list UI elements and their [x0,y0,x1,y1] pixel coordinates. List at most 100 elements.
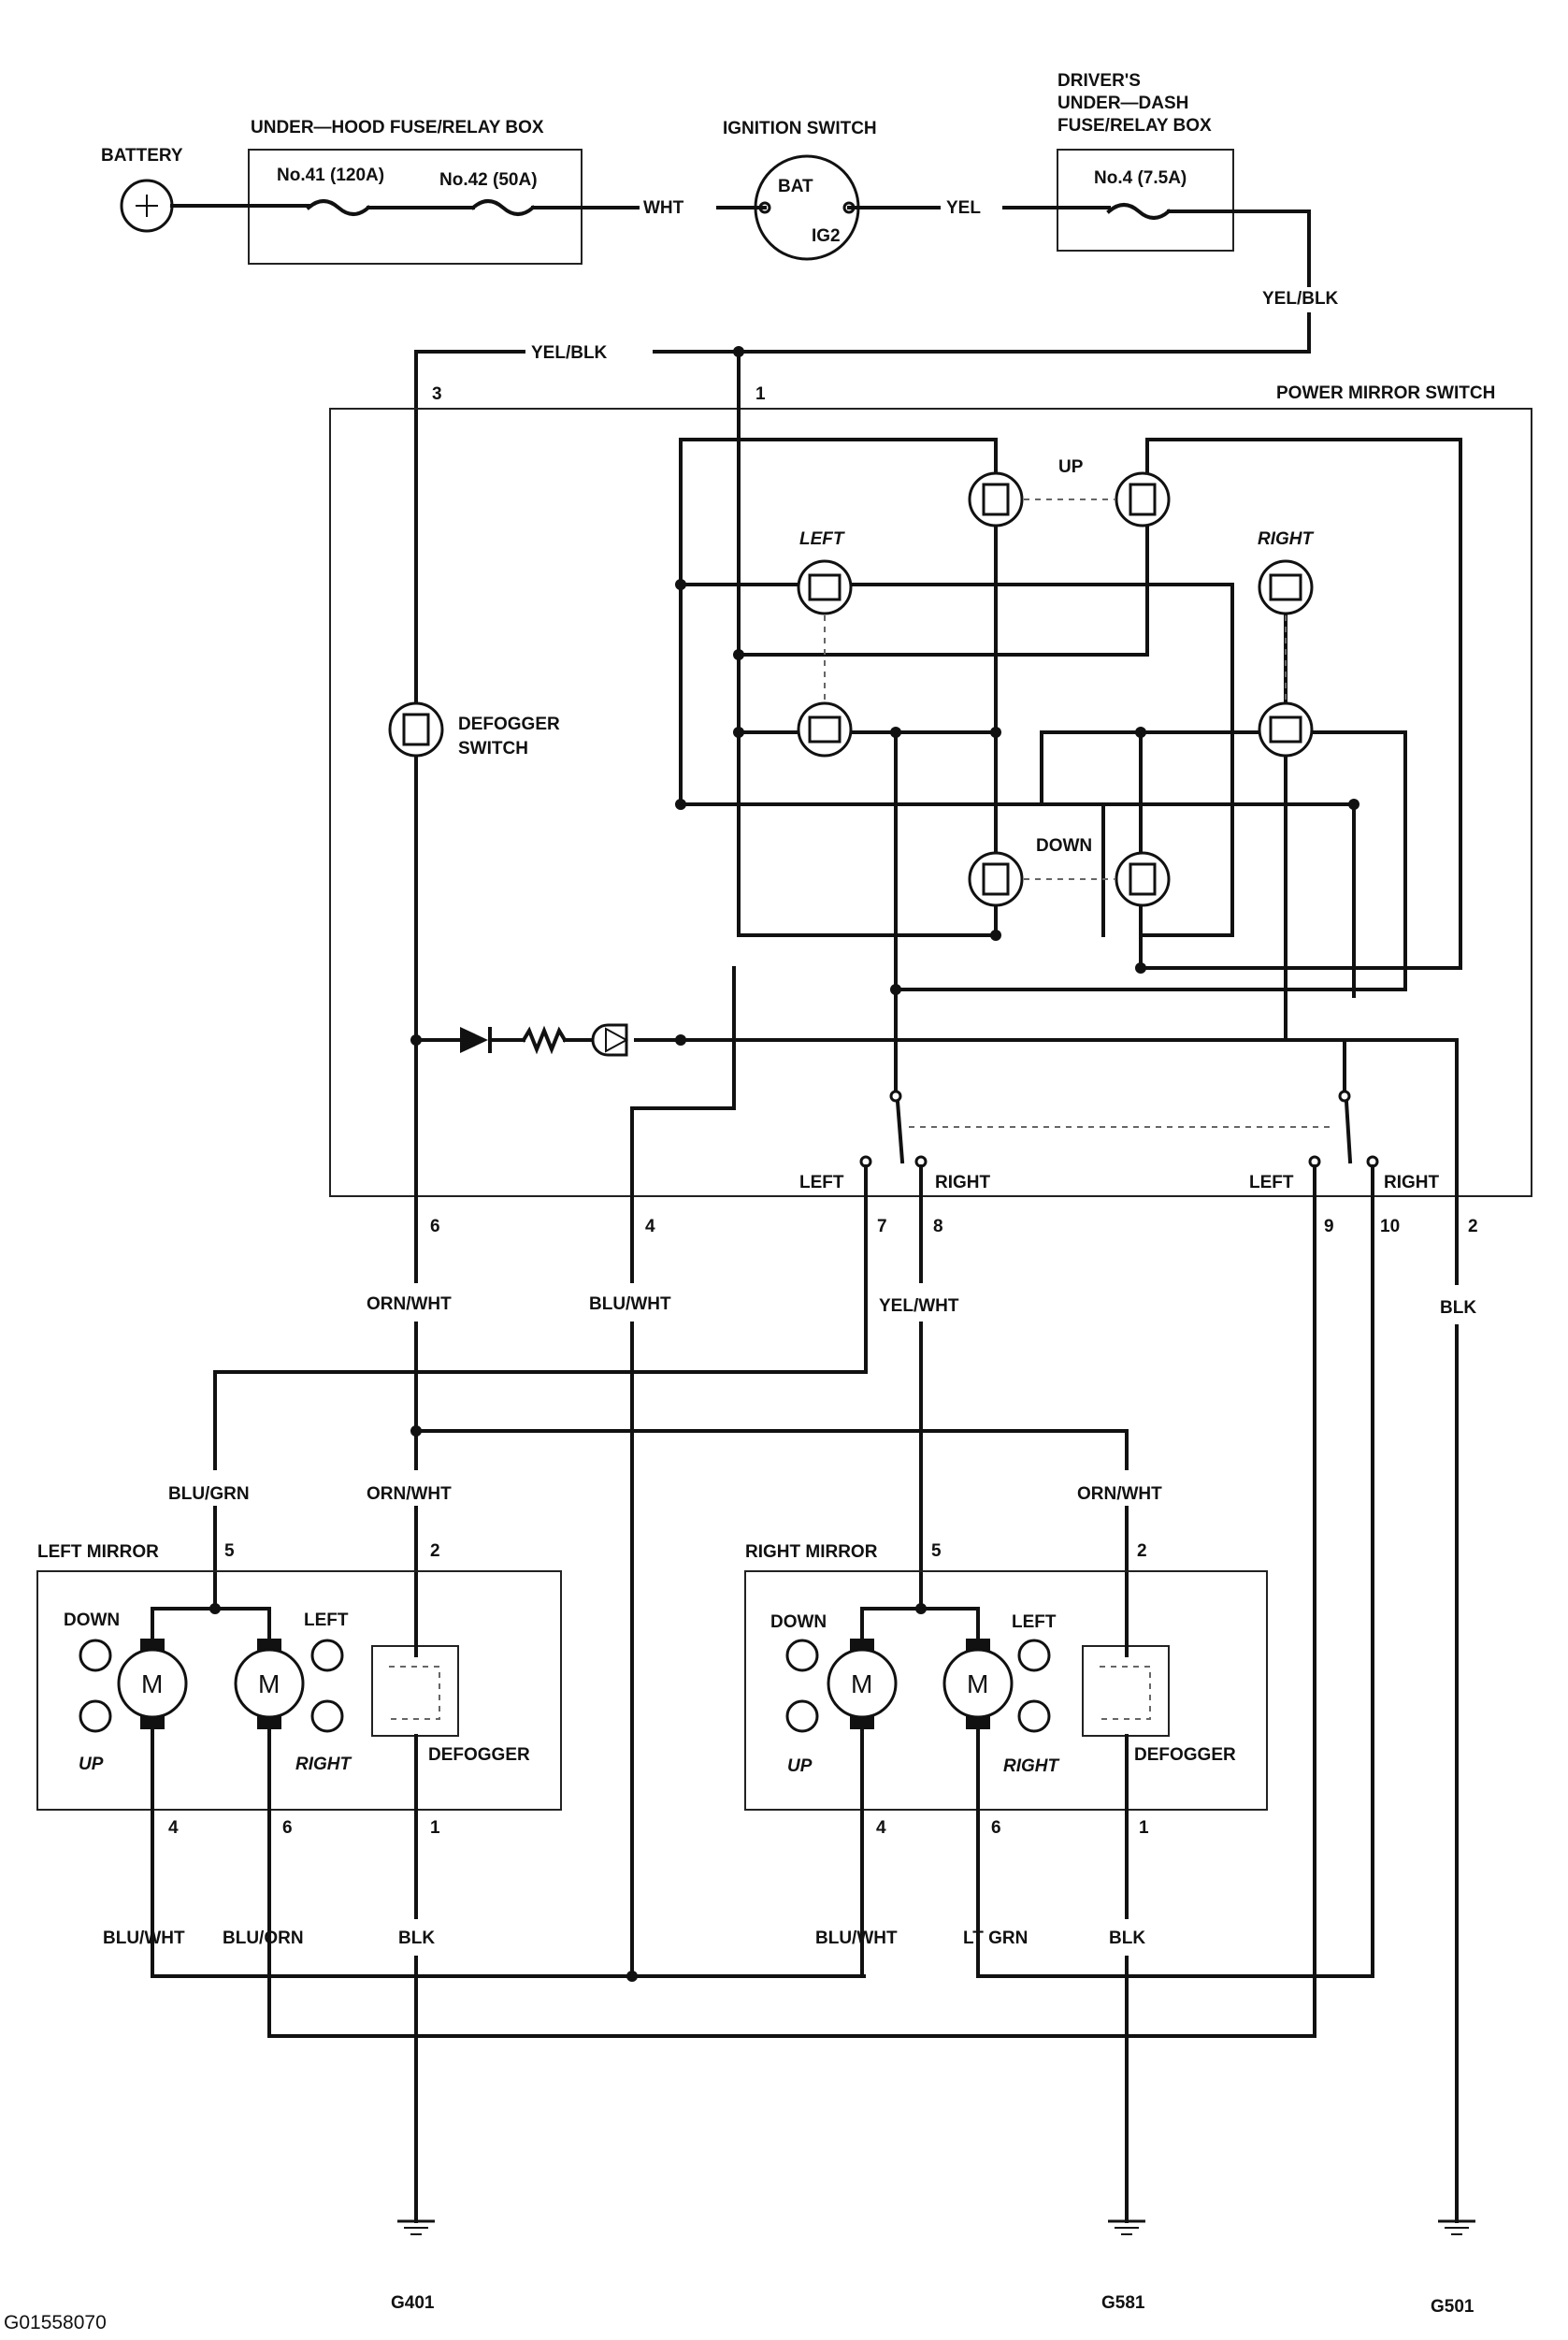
wire-label-orn-wht-c: ORN/WHT [1077,1484,1162,1504]
right-mirror-leftright-motor [942,1639,1014,1729]
wire-label-orn-wht-a: ORN/WHT [367,1294,452,1314]
fuse-no41-label: No.41 (120A) [277,166,384,185]
up-switch-left-contact [968,471,1024,527]
figure-id: G01558070 [4,2312,107,2333]
wire-label-yel: YEL [946,198,981,218]
switch-label-left: LEFT [799,529,845,549]
wire-label-yel-blk-a: YEL/BLK [1262,289,1339,309]
wire-label-blu-grn: BLU/GRN [168,1484,250,1504]
wire-label-blk-a: BLK [398,1928,435,1948]
switch-internal-circuit [630,350,1462,1218]
switch-pin-1: 1 [755,384,766,404]
underdash-fuse-relay-box [1057,149,1234,252]
power-mirror-switch-label: POWER MIRROR SWITCH [1276,383,1495,403]
resistor-icon [521,1025,568,1055]
battery [120,179,174,233]
switch-pin-2: 2 [1468,1217,1478,1236]
wire-yel-blk [414,350,741,1031]
ground-g401-icon [397,2219,435,2235]
switch-pin-6: 6 [430,1217,440,1236]
left-mirror-motor-m-2: M [258,1669,280,1698]
left-mirror-defogger-label: DEFOGGER [428,1745,530,1765]
switch-pin-8: 8 [933,1217,943,1236]
left-mirror-label: LEFT MIRROR [37,1542,159,1562]
right-mirror-down-label: DOWN [770,1612,827,1632]
ground-g581-icon [1108,2219,1145,2235]
wire-label-blu-orn: BLU/ORN [223,1928,304,1948]
selector-label-right-a: RIGHT [935,1173,991,1192]
underdash-box-label-1: DRIVER'S [1057,71,1141,91]
fuse-no4-label: No.4 (7.5A) [1094,168,1187,188]
left-mirror-up-label: UP [79,1755,104,1774]
right-mirror-motor-m-2: M [967,1669,988,1698]
fuse-no42-label: No.42 (50A) [439,170,538,190]
right-mirror-label: RIGHT MIRROR [745,1542,878,1562]
selector-label-left-b: LEFT [1249,1173,1294,1192]
indicator-led-icon [591,1023,629,1057]
down-switch-left-contact [968,851,1024,907]
switch-pin-3: 3 [432,384,442,404]
right-mirror-pin-6: 6 [991,1818,1001,1838]
right-mirror-up-label: UP [787,1756,813,1776]
up-switch-right-contact [1115,471,1171,527]
defogger-switch-label-2: SWITCH [458,739,528,758]
wire-label-blu-wht-c: BLU/WHT [815,1928,898,1948]
switch-label-right: RIGHT [1258,529,1315,549]
switch-pin-9: 9 [1324,1217,1334,1236]
left-mirror-motor-m-1: M [141,1669,163,1698]
ignition-switch-label: IGNITION SWITCH [723,119,877,138]
defogger-switch [388,701,444,758]
wire-label-yel-blk-b: YEL/BLK [531,343,608,363]
ignition-bat-label: BAT [778,177,813,196]
left-mirror-left-label: LEFT [304,1611,349,1630]
underdash-box-label-3: FUSE/RELAY BOX [1057,116,1212,136]
left-mirror-pin-4: 4 [168,1818,179,1838]
wire-label-blu-wht-a: BLU/WHT [589,1294,671,1314]
fuse-no4-icon [1106,203,1172,220]
left-mirror-pin-1: 1 [430,1818,440,1838]
right-mirror-pin-5: 5 [931,1541,942,1561]
diode-icon [460,1027,488,1053]
left-mirror-pin-5: 5 [224,1541,235,1561]
left-mirror-right-label: RIGHT [295,1755,352,1774]
wire-label-lt-grn: LT GRN [963,1928,1028,1948]
switch-label-up: UP [1058,457,1084,477]
left-mirror [36,1570,562,1811]
switch-pin-4: 4 [645,1217,655,1236]
right-mirror-left-label: LEFT [1012,1612,1057,1632]
ground-g581-label: G581 [1101,2293,1145,2313]
right-switch-lower-contact [1258,701,1314,758]
ground-g501-label: G501 [1431,2297,1474,2317]
wire-label-wht: WHT [643,198,684,218]
wire-blu-grn [213,1164,868,1611]
right-mirror-right-label: RIGHT [1003,1756,1060,1776]
selector-label-right-b: RIGHT [1384,1173,1440,1192]
wire-label-blk-c: BLK [1440,1298,1476,1318]
fuse-no41-icon [306,199,371,216]
down-switch-right-contact [1115,851,1171,907]
fuse-no42-icon [470,199,536,216]
left-switch-lower-contact [797,701,853,758]
power-mirror-switch [329,408,1532,1197]
wire-orn-wht-trunk [414,1027,1129,1657]
right-mirror [744,1570,1268,1811]
left-mirror-pin-6: 6 [282,1818,293,1838]
selector-label-left-a: LEFT [799,1173,844,1192]
right-mirror-defogger-label: DEFOGGER [1134,1745,1236,1765]
wire-label-yel-wht: YEL/WHT [879,1296,959,1316]
wire-label-blu-wht-b: BLU/WHT [103,1928,185,1948]
mirror-selector-switch [859,1038,1379,1168]
right-mirror-motor-m-1: M [851,1669,872,1698]
battery-label: BATTERY [101,146,183,166]
left-mirror-defogger-element [371,1645,459,1737]
right-mirror-updown-motor [827,1639,898,1729]
ground-g501-icon [1438,2219,1475,2235]
left-mirror-down-label: DOWN [64,1611,120,1630]
left-mirror-leftright-motor [234,1639,305,1729]
right-mirror-pin-4: 4 [876,1818,886,1838]
underdash-box-label-2: UNDER—DASH [1057,94,1188,113]
underhood-box-label: UNDER—HOOD FUSE/RELAY BOX [251,118,544,137]
right-mirror-pin-2: 2 [1137,1541,1147,1561]
left-mirror-updown-motor [117,1639,188,1729]
